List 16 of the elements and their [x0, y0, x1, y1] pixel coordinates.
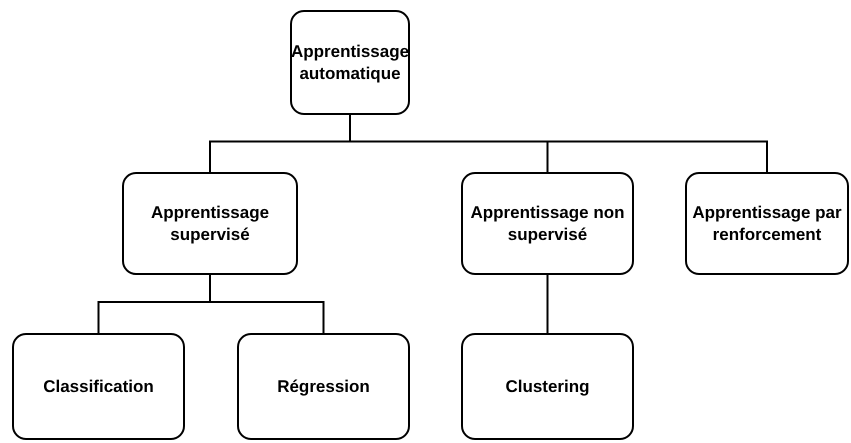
node-label: Apprentissage automatique — [290, 40, 410, 84]
rounded-box — [12, 333, 185, 440]
connector-line — [546, 275, 548, 333]
node-label: Apprentissage non supervisé — [470, 202, 626, 246]
node-label: Apprentissage par renforcement — [691, 202, 843, 246]
node-label: Apprentissage supervisé — [150, 202, 270, 246]
rounded-box — [290, 10, 410, 115]
rounded-box — [122, 172, 298, 275]
node-label: Régression — [277, 376, 370, 398]
node-label: Clustering — [505, 376, 590, 398]
connector-line — [209, 275, 324, 333]
rounded-box — [237, 333, 410, 440]
rounded-box — [461, 172, 634, 275]
rounded-box — [685, 172, 849, 275]
node-label: Classification — [43, 376, 154, 398]
rounded-box — [461, 333, 634, 440]
